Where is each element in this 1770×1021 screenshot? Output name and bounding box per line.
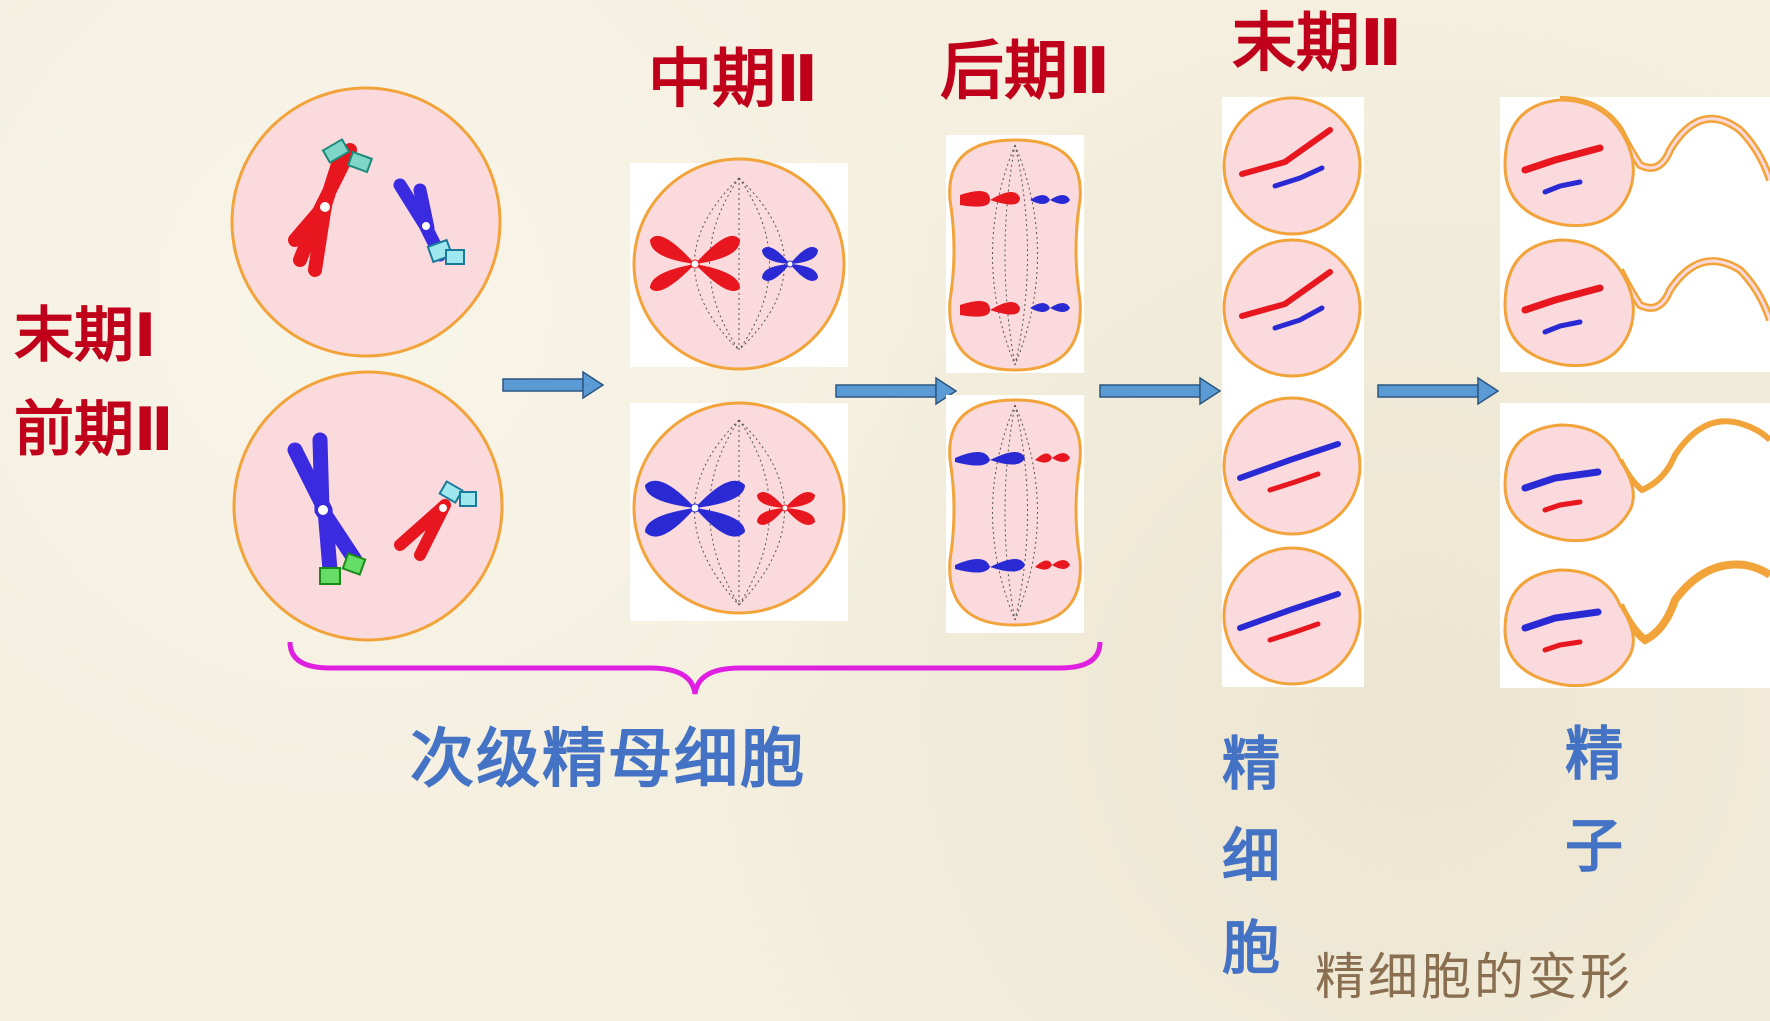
anaphase2-cell-top — [946, 135, 1084, 373]
sperm-1 — [1503, 96, 1770, 228]
sperm-cells — [1500, 96, 1770, 688]
label-metaphase2: 中期Ⅱ — [648, 43, 819, 117]
sperm-3 — [1503, 418, 1770, 543]
label-secondary-spermatocyte: 次级精母细胞 — [410, 722, 806, 797]
arrow-3 — [1099, 376, 1222, 406]
prophase2-cell-top — [230, 86, 502, 358]
arrow-1 — [502, 370, 605, 400]
metaphase2-cell-top — [630, 157, 848, 371]
spermatid-cell-1 — [1222, 96, 1362, 236]
spermatid-cells — [1222, 96, 1364, 687]
sperm-4 — [1503, 560, 1770, 688]
arrow-4 — [1377, 376, 1500, 406]
curly-brace — [287, 641, 1103, 695]
label-spermatid-char-3: 胞 — [1222, 914, 1281, 982]
arrow-2 — [835, 376, 958, 406]
label-spermatid: 精 细 胞 — [1222, 718, 1292, 994]
label-sperm-char-1: 精 — [1565, 720, 1624, 788]
anaphase2-cell-bottom — [946, 395, 1084, 633]
metaphase2-cell-bottom — [630, 401, 848, 621]
spermatid-cell-4 — [1222, 546, 1362, 686]
sperm-2 — [1503, 238, 1770, 368]
spermatid-cell-2 — [1222, 238, 1362, 378]
label-sperm-char-2: 子 — [1565, 812, 1624, 880]
label-anaphase2: 后期Ⅱ — [940, 35, 1111, 109]
label-telophase1: 末期Ⅰ — [14, 301, 157, 371]
spermatid-cell-3 — [1222, 396, 1362, 536]
label-spermatid-char-1: 精 — [1222, 730, 1281, 798]
label-prophase2: 前期Ⅱ — [14, 395, 174, 465]
caption-spermatid-transformation: 精细胞的变形 — [1315, 948, 1633, 1006]
prophase2-cell-bottom — [232, 370, 504, 642]
label-sperm: 精 子 — [1565, 708, 1635, 892]
label-spermatid-char-2: 细 — [1222, 822, 1281, 890]
label-telophase2: 末期Ⅱ — [1232, 7, 1403, 81]
